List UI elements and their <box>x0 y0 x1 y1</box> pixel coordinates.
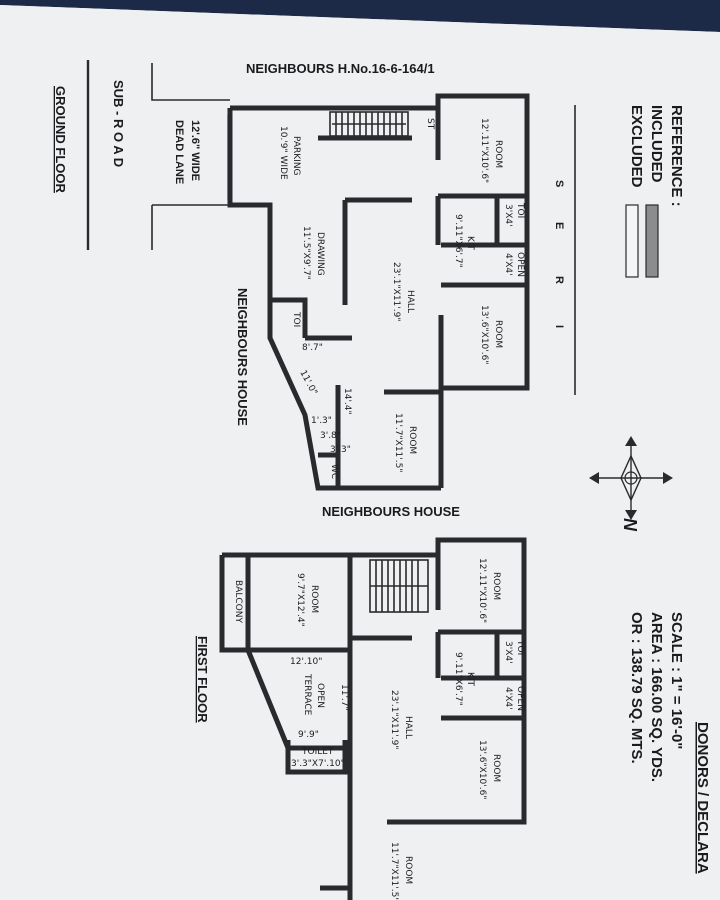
f-room-d-label: ROOM <box>309 585 319 613</box>
excluded-label: EXCLUDED <box>628 105 645 188</box>
series-letters: S E R I <box>553 105 576 395</box>
g-kit-label: KIT <box>465 236 475 251</box>
first-north-east-wall <box>222 537 527 825</box>
neighbours-side-label: NEIGHBOURS HOUSE <box>235 288 250 426</box>
ground-floor-plan <box>86 60 530 491</box>
stair-label: ST <box>425 118 435 130</box>
neighbours-top-label: NEIGHBOURS H.No.16-6-164/1 <box>246 61 435 76</box>
series-letter-e: E <box>553 222 565 229</box>
f-toi-label: TOI <box>515 639 525 655</box>
f-hall-size: 23'.1"X11'.9" <box>389 690 399 749</box>
f-kit-size: 9'.11"X6'.7" <box>453 652 463 706</box>
ground-staircase <box>329 111 409 137</box>
g-toi-label: TOI <box>515 202 525 218</box>
g-open-size: 4'X4' <box>503 253 513 276</box>
series-letter-r: R <box>553 276 565 284</box>
ground-partition <box>270 297 308 338</box>
f-toilet-label: TOILET <box>301 747 334 757</box>
f-room-b-size: 13'.6"X10'.6" <box>477 740 487 799</box>
parking-size: 10.'9" WIDE <box>278 126 288 180</box>
f-hall-label: HALL <box>403 716 413 739</box>
f-terrace-label-2: TERRACE <box>302 673 312 716</box>
g-toi-size: 3'X4' <box>503 204 513 227</box>
reference-legend: REFERENCE : INCLUDED EXCLUDED <box>625 105 685 278</box>
f-dim-117: 11'.7" <box>339 684 349 711</box>
f-open-size: 4'X4' <box>503 687 513 710</box>
first-floor-plan <box>219 537 527 900</box>
sub-road-label: SUB - R O A D <box>111 80 126 167</box>
north-letter: N <box>620 518 640 532</box>
g-toi-small-label: TOI <box>291 311 301 327</box>
included-swatch <box>645 204 659 278</box>
g-drawing-size: 11'.5"X9'.7" <box>301 226 311 280</box>
f-room-d-size: 9'.7"X12'.4" <box>295 573 305 627</box>
g-open-label: OPEN <box>515 252 525 277</box>
g-dim-144: 14'.4" <box>342 388 352 415</box>
area-text: AREA : 166.00 SQ. YDS. <box>648 612 665 782</box>
f-open-label: OPEN <box>515 686 525 711</box>
series-letter-s: S <box>553 180 565 187</box>
g-hall-label: HALL <box>405 290 415 313</box>
g-room-c-size: 11'.7"X11'.5" <box>393 413 403 472</box>
f-toi-size: 3'X4' <box>503 641 513 664</box>
scale-text: SCALE : 1" = 16'-0" <box>668 612 685 749</box>
reference-title: REFERENCE : <box>668 105 685 207</box>
f-room-c-size: 11'.7"X11'.5" <box>389 842 399 900</box>
g-room-b-label: ROOM <box>493 320 503 348</box>
parking-label: PARKING <box>291 136 301 176</box>
included-label: INCLUDED <box>648 105 665 183</box>
north-arrow-icon <box>589 436 673 520</box>
paper <box>0 5 720 900</box>
lane-width-label: 12'.6" WIDE <box>189 120 201 181</box>
first-toilet-wall <box>285 740 348 775</box>
series-letter-i: I <box>553 325 565 328</box>
ground-floor-title: GROUND FLOOR <box>53 86 68 193</box>
f-room-c-label: ROOM <box>403 856 413 884</box>
donors-label: DONORS / DECLARA <box>694 722 711 874</box>
f-dim-99: 9'.9" <box>298 730 319 740</box>
f-room-a-size: 12'.11"X10'.6" <box>477 558 487 623</box>
g-dim-38: 3'.8" <box>320 431 341 441</box>
dead-lane-label: DEAD LANE <box>173 120 185 184</box>
g-wc-label: WC <box>329 464 339 479</box>
area-metric-text: OR : 138.79 SQ. MTS. <box>628 612 645 764</box>
g-dim-87: 8'.7" <box>302 343 323 353</box>
neighbours-bottom-label: NEIGHBOURS HOUSE <box>322 504 460 519</box>
f-toilet-size: 3'.3"X7'.10" <box>291 759 345 769</box>
g-hall-size: 23'.1"X11'.9" <box>391 262 401 321</box>
g-kit-size: 9'.11"X6'.7" <box>453 214 463 268</box>
f-room-a-label: ROOM <box>491 572 501 600</box>
f-kit-label: KIT <box>465 672 475 687</box>
g-drawing-label: DRAWING <box>315 232 325 276</box>
first-stair-treads <box>370 560 428 612</box>
g-dim-33: 3'.3" <box>330 445 351 455</box>
g-room-b-size: 13'.6"X10'.6" <box>479 305 489 364</box>
g-room-a-size: 12'.11"X10'.6" <box>479 118 489 183</box>
background-strip <box>0 0 720 32</box>
scale-block: SCALE : 1" = 16'-0" AREA : 166.00 SQ. YD… <box>628 612 685 782</box>
f-terrace-label-1: OPEN <box>315 683 325 708</box>
ground-boundary <box>151 63 230 101</box>
g-room-a-label: ROOM <box>493 140 503 168</box>
ground-stair-treads <box>332 112 406 136</box>
f-room-b-label: ROOM <box>491 754 501 782</box>
excluded-swatch <box>625 204 639 278</box>
f-balcony-label: BALCONY <box>233 580 243 623</box>
first-floor-title: FIRST FLOOR <box>195 636 210 723</box>
g-room-c-label: ROOM <box>407 426 417 454</box>
g-dim-13: 1'.3" <box>311 416 332 426</box>
f-dim-1210: 12'.10" <box>290 657 322 667</box>
